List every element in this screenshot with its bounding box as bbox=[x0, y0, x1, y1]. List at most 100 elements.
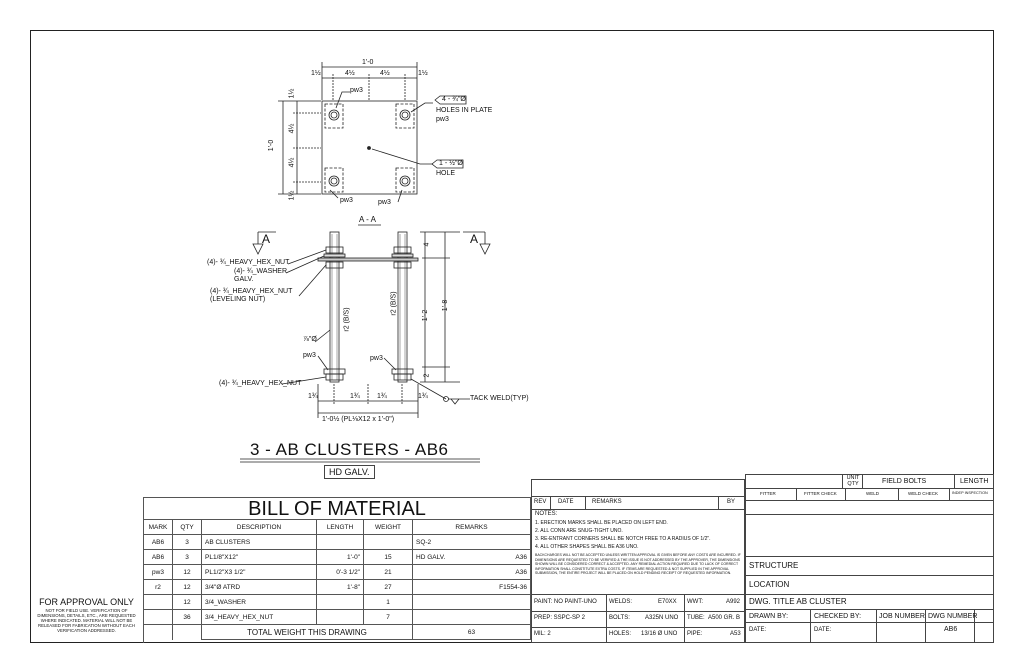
spec-holes-value: 13/16 Ø UNO bbox=[641, 631, 678, 637]
checked-by-label: CHECKED BY: bbox=[814, 613, 862, 620]
dim-left-seg-1: 1½ bbox=[288, 88, 296, 99]
bom-cell-remarks: HD GALV.A36 bbox=[412, 549, 531, 565]
indep-inspection-label: INDEP INSPECTION bbox=[952, 491, 988, 495]
callout-washer: (4)- ¾_WASHER bbox=[234, 268, 288, 275]
bom-table: MARK QTY DESCRIPTION LENGTH WEIGHT REMAR… bbox=[143, 519, 531, 640]
dim-bottom-total: 1'-0½ (PL⅛X12 x 1'-0") bbox=[322, 416, 395, 423]
bom-cell-length: 0'-3 1/2" bbox=[316, 564, 364, 580]
spec-pipe-value: A53 bbox=[730, 631, 741, 637]
note-1: 1. ERECTION MARKS SHALL BE PLACED ON LEF… bbox=[535, 520, 668, 526]
callout-heavy-hex-nut-bottom: (4)- ¾_HEAVY_HEX_NUT bbox=[219, 380, 302, 387]
dim-bottom-seg-4: 1¾ bbox=[418, 393, 428, 400]
spec-paint: PAINT: NO PAINT-UNO bbox=[534, 599, 597, 605]
rev-header: REV bbox=[534, 499, 547, 505]
callout-rod-diameter: ⅞"Ø bbox=[303, 336, 317, 343]
spec-wwt-label: WWT: bbox=[687, 599, 703, 605]
location-label: LOCATION bbox=[749, 580, 790, 589]
field-bolts-label: FIELD BOLTS bbox=[882, 478, 927, 485]
drawing-sheet bbox=[30, 30, 994, 643]
spec-tube-value: A500 GR. B bbox=[708, 615, 741, 621]
backcharges-note: BACKCHARGES WILL NOT BE ACCEPTED UNLESS … bbox=[535, 553, 741, 576]
section-mark-right: A bbox=[470, 232, 479, 246]
bom-header-remarks: REMARKS bbox=[412, 519, 531, 535]
spec-tube-label: TUBE: bbox=[687, 615, 705, 621]
dim-left-seg-4: 1½ bbox=[288, 190, 296, 201]
bom-cell-mark: AB6 bbox=[143, 549, 173, 565]
dim-left-seg-3: 4½ bbox=[288, 157, 296, 168]
dim-plate-height: 1'-0 bbox=[268, 139, 276, 152]
dwg-number-label: DWG NUMBER bbox=[928, 613, 978, 620]
bom-grade-text: A36 bbox=[515, 568, 527, 576]
bom-cell-mark: pw3 bbox=[143, 564, 173, 580]
approval-title: FOR APPROVAL ONLY bbox=[39, 597, 134, 607]
bom-cell-qty: 3 bbox=[172, 534, 202, 550]
callout-galv: GALV. bbox=[234, 276, 254, 283]
finish-note: HD GALV. bbox=[324, 465, 375, 479]
bom-cell-mark bbox=[143, 594, 173, 610]
structure-label: STRUCTURE bbox=[749, 561, 799, 570]
length-label: LENGTH bbox=[960, 478, 989, 485]
bom-cell-remarks bbox=[412, 594, 531, 610]
dwg-number-value: AB6 bbox=[944, 626, 958, 633]
callout-leveling-nut-note: (LEVELING NUT) bbox=[210, 296, 266, 303]
note-3: 3. RE-ENTRANT CORNERS SHALL BE NOTCH FRE… bbox=[535, 536, 711, 542]
dim-top-seg-1: 1½ bbox=[311, 70, 321, 77]
approval-text: NOT FOR FIELD USE. VERIFICATION OF DIMEN… bbox=[37, 608, 136, 633]
spec-welds-value: E70XX bbox=[658, 599, 677, 605]
rod-label-right: r2 (B/S) bbox=[390, 291, 398, 316]
bom-cell-mark: r2 bbox=[143, 579, 173, 595]
weld-check-label: WELD CHECK bbox=[908, 491, 939, 496]
bom-grade-text: A36 bbox=[515, 553, 527, 561]
spec-prep: PREP: SSPC-SP 2 bbox=[534, 615, 585, 621]
base-plate-elev bbox=[317, 257, 419, 262]
remarks-header: REMARKS bbox=[592, 499, 622, 505]
hole-callout-qty: 1 - ½"Ø bbox=[439, 160, 463, 167]
spec-mil: MIL: 2 bbox=[534, 631, 551, 637]
dim-bottom-seg-1: 1¾ bbox=[308, 393, 318, 400]
bom-cell-remarks: F1554-36 bbox=[412, 579, 531, 595]
bom-header-description: DESCRIPTION bbox=[201, 519, 317, 535]
bom-cell-qty: 12 bbox=[172, 594, 202, 610]
bom-cell-qty: 12 bbox=[172, 579, 202, 595]
spec-wwt-value: A992 bbox=[726, 599, 741, 605]
weld-label: WELD bbox=[866, 491, 880, 496]
bom-cell-weight bbox=[363, 534, 413, 550]
bom-cell-description: 3/4_HEAVY_HEX_NUT bbox=[201, 609, 317, 625]
bom-cell-length bbox=[316, 534, 364, 550]
notes-block bbox=[531, 479, 745, 643]
tack-weld-note: TACK WELD(TYP) bbox=[470, 395, 529, 402]
bom-total-value: 63 bbox=[412, 624, 531, 640]
bom-cell-qty: 3 bbox=[172, 549, 202, 565]
weld-label-pw3: pw3 bbox=[340, 197, 353, 204]
spec-welds-label: WELDS: bbox=[609, 599, 633, 605]
bom-cell-qty: 12 bbox=[172, 564, 202, 580]
bom-title: BILL OF MATERIAL bbox=[143, 497, 531, 520]
drawn-by-label: DRAWN BY: bbox=[749, 613, 789, 620]
holes-callout-text: HOLES IN PLATE bbox=[436, 107, 493, 114]
bom-total-label-text: TOTAL WEIGHT THIS DRAWING bbox=[247, 627, 367, 637]
bom-cell-description: 3/4_WASHER bbox=[201, 594, 317, 610]
callout-leveling-nut: (4)- ¾_HEAVY_HEX_NUT bbox=[210, 288, 293, 295]
bom-cell-remarks bbox=[412, 609, 531, 625]
bom-cell-length bbox=[316, 594, 364, 610]
dim-right-mid: 1'-2 bbox=[422, 309, 430, 322]
bom-cell-mark bbox=[143, 609, 173, 625]
spec-bolts-value: A325N UNO bbox=[645, 615, 679, 621]
date-header: DATE bbox=[558, 499, 574, 505]
fitter-check-label: FITTER CHECK bbox=[804, 491, 837, 496]
drawing-title: 3 - AB CLUSTERS - AB6 bbox=[250, 440, 449, 459]
bom-header-length: LENGTH bbox=[316, 519, 364, 535]
dim-right-bottom: 2 bbox=[423, 373, 431, 378]
section-mark-left: A bbox=[262, 232, 271, 246]
weld-label-pw3: pw3 bbox=[350, 87, 363, 94]
notes-title: NOTES: bbox=[535, 511, 558, 517]
dim-right-total: 1'-8 bbox=[442, 299, 450, 312]
bom-header-row: MARK QTY DESCRIPTION LENGTH WEIGHT REMAR… bbox=[143, 519, 531, 535]
bom-cell-weight: 27 bbox=[363, 579, 413, 595]
title-block bbox=[745, 474, 994, 643]
weld-label-pw3: pw3 bbox=[436, 116, 449, 123]
bom-remarks-text: SQ-2 bbox=[416, 538, 432, 546]
dim-right-top: 4 bbox=[423, 242, 431, 247]
